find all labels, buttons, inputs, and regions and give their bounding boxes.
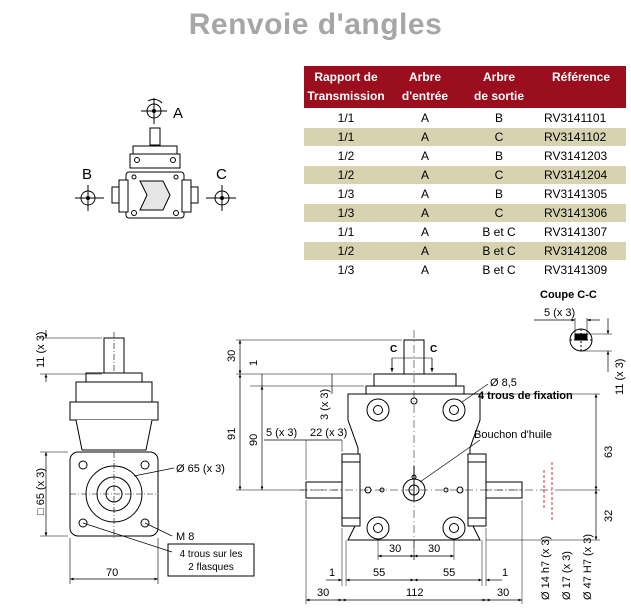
rotation-symbol-c bbox=[206, 185, 236, 211]
table-cell: C bbox=[462, 127, 536, 147]
table-cell: 1/1 bbox=[304, 127, 388, 147]
label-shaft-b: B bbox=[82, 166, 92, 183]
table-cell: 1/3 bbox=[304, 260, 388, 279]
coupe-section bbox=[534, 318, 612, 372]
table-cell: 1/2 bbox=[304, 146, 388, 166]
table-cell: B bbox=[462, 184, 536, 204]
dim-front-90: 90 bbox=[248, 434, 260, 446]
dim-front-1-top: 1 bbox=[248, 360, 260, 366]
left-side-view bbox=[40, 330, 255, 584]
table-cell: RV3141101 bbox=[536, 108, 626, 128]
front-view bbox=[236, 330, 600, 604]
table-cell: RV3141102 bbox=[536, 127, 626, 147]
dim-front-63: 63 bbox=[603, 446, 615, 458]
table-cell: 1/2 bbox=[304, 165, 388, 185]
coupe-height-dim: 11 (x 3) bbox=[614, 359, 626, 395]
dim-front-55-left: 55 bbox=[373, 567, 385, 579]
table-cell: A bbox=[388, 203, 462, 223]
dim-front-30b: 30 bbox=[428, 543, 440, 555]
table-cell: B et C bbox=[462, 241, 536, 261]
oil-plug-label: Bouchon d'huile bbox=[474, 429, 552, 441]
thread-m8: M 8 bbox=[176, 531, 194, 543]
rotation-symbol-a bbox=[141, 98, 167, 124]
dim-front-112: 112 bbox=[406, 587, 424, 599]
table-cell: C bbox=[462, 203, 536, 223]
table-cell: A bbox=[388, 127, 462, 147]
table-cell: RV3141309 bbox=[536, 260, 626, 279]
dia-17: Ø 17 (x 3) bbox=[561, 551, 573, 600]
table-cell: RV3141208 bbox=[536, 241, 626, 261]
table-cell: A bbox=[388, 241, 462, 261]
dim-front-55-right: 55 bbox=[443, 567, 455, 579]
schematic-view bbox=[75, 98, 236, 219]
section-mark-left: C bbox=[390, 344, 397, 355]
table-cell: B et C bbox=[462, 260, 536, 279]
dim-front-30-br: 30 bbox=[497, 587, 509, 599]
table-cell: 1/3 bbox=[304, 203, 388, 223]
dim-front-30-top: 30 bbox=[226, 350, 238, 362]
page-title: Renvoie d'angles bbox=[188, 8, 443, 41]
hole-note: 4 trous de fixation bbox=[478, 390, 573, 402]
note-trous-line1: 4 trous sur les bbox=[180, 549, 243, 560]
label-shaft-a: A bbox=[173, 105, 183, 122]
dim-front-1-right: 1 bbox=[502, 567, 508, 579]
dim-front-32: 32 bbox=[603, 510, 615, 522]
coupe-key-dim: 5 (x 3) bbox=[544, 307, 575, 319]
dim-front-30a: 30 bbox=[389, 543, 401, 555]
dim-left-70: 70 bbox=[106, 567, 118, 579]
dim-left-65-square: □ 65 (x 3) bbox=[35, 468, 47, 515]
dim-front-91: 91 bbox=[226, 428, 238, 440]
table-cell: C bbox=[462, 165, 536, 185]
table-cell: RV3141305 bbox=[536, 184, 626, 204]
section-mark-right: C bbox=[430, 344, 437, 355]
dim-front-3: 3 (x 3) bbox=[319, 389, 331, 420]
table-cell: 1/1 bbox=[304, 108, 388, 128]
table-cell: RV3141307 bbox=[536, 222, 626, 242]
dim-front-5: 5 (x 3) bbox=[266, 427, 297, 439]
note-trous-line2: 2 flasques bbox=[188, 562, 234, 573]
rotation-symbol-b bbox=[75, 185, 104, 211]
table-cell: 1/2 bbox=[304, 241, 388, 261]
coupe-title: Coupe C-C bbox=[540, 289, 597, 301]
table-cell: A bbox=[388, 260, 462, 279]
label-shaft-c: C bbox=[216, 166, 227, 183]
table-cell: A bbox=[388, 222, 462, 242]
dim-front-30-bl: 30 bbox=[317, 587, 329, 599]
table-cell: B bbox=[462, 108, 536, 128]
table-cell: A bbox=[388, 165, 462, 185]
table-cell: A bbox=[388, 108, 462, 128]
dim-front-1-left: 1 bbox=[329, 567, 335, 579]
dim-left-11: 11 (x 3) bbox=[35, 332, 47, 368]
dim-left-phi65: Ø 65 (x 3) bbox=[176, 463, 225, 475]
header-reference: Référence bbox=[536, 66, 626, 109]
table-cell: A bbox=[388, 146, 462, 166]
dim-front-22: 22 (x 3) bbox=[310, 427, 347, 439]
table-cell: RV3141306 bbox=[536, 203, 626, 223]
table-cell: 1/1 bbox=[304, 222, 388, 242]
table-cell: 1/3 bbox=[304, 184, 388, 204]
table-cell: B bbox=[462, 146, 536, 166]
table-cell: RV3141203 bbox=[536, 146, 626, 166]
dia-47-h7: Ø 47 H7 (x 3) bbox=[582, 534, 594, 600]
table-cell: RV3141204 bbox=[536, 165, 626, 185]
table-cell: A bbox=[388, 184, 462, 204]
table-cell: B et C bbox=[462, 222, 536, 242]
dia-14-h7: Ø 14 h7 (x 3) bbox=[540, 536, 552, 600]
hole-diameter: Ø 8,5 bbox=[490, 377, 517, 389]
